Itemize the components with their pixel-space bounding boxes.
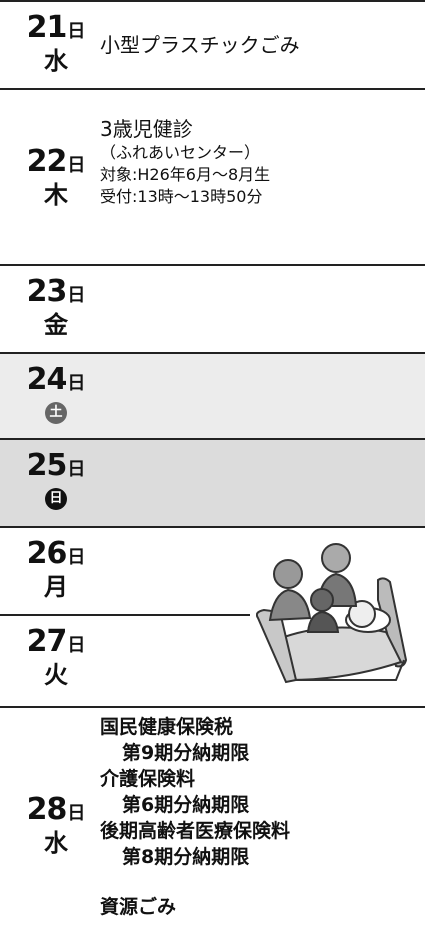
day-unit: 日 — [67, 635, 86, 656]
event-item: 第8期分納期限 — [122, 846, 250, 868]
date-cell: 24日 土 — [16, 364, 96, 424]
event-title: 3歳児健診 — [100, 117, 193, 141]
event-detail: 対象:H26年6月～8月生 — [100, 165, 271, 184]
event-item: 介護保険料 — [100, 768, 196, 790]
day-unit: 日 — [67, 803, 86, 824]
calendar-row-25: 25日 日 — [0, 440, 425, 526]
weekday: 水 — [44, 829, 68, 857]
day-number: 25 — [26, 448, 68, 483]
day-unit: 日 — [67, 547, 86, 568]
day-number: 22 — [26, 144, 68, 179]
day-number: 28 — [26, 792, 68, 827]
event-item: 小型プラスチックごみ — [100, 33, 300, 57]
day-unit: 日 — [67, 21, 86, 42]
event-list: 国民健康保険税 第9期分納期限 介護保険料 第6期分納期限 後期高齢者医療保険料… — [100, 714, 290, 920]
weekday: 水 — [44, 47, 68, 75]
divider — [0, 614, 250, 616]
weekday-saturday-badge: 土 — [45, 402, 67, 424]
divider — [0, 88, 425, 90]
divider — [0, 438, 425, 440]
divider — [0, 0, 425, 2]
date-cell: 25日 日 — [16, 450, 96, 510]
date-cell: 22日 木 — [16, 146, 96, 210]
day-unit: 日 — [67, 459, 86, 480]
event-item: 資源ごみ — [100, 896, 177, 918]
divider — [0, 264, 425, 266]
date-cell: 21日 水 — [16, 12, 96, 76]
weekday: 木 — [44, 181, 68, 209]
weekday: 金 — [44, 311, 68, 339]
day-number: 27 — [26, 624, 68, 659]
day-unit: 日 — [67, 155, 86, 176]
weekday: 月 — [44, 573, 68, 601]
calendar-row-28: 28日 水 国民健康保険税 第9期分納期限 介護保険料 第6期分納期限 後期高齢… — [0, 708, 425, 945]
divider — [0, 352, 425, 354]
day-number: 26 — [26, 536, 68, 571]
day-unit: 日 — [67, 285, 86, 306]
event-item: 後期高齢者医療保険料 — [100, 820, 291, 842]
illustration-svg — [255, 543, 408, 684]
day-unit: 日 — [67, 373, 86, 394]
family-at-bedside-icon — [255, 540, 416, 690]
day-number: 23 — [26, 274, 68, 309]
date-cell: 23日 金 — [16, 276, 96, 340]
day-number: 24 — [26, 362, 68, 397]
day-number: 21 — [26, 10, 68, 45]
divider — [0, 706, 425, 708]
event-item: 第6期分納期限 — [122, 794, 250, 816]
event-detail: 受付:13時～13時50分 — [100, 187, 263, 206]
event-detail: （ふれあいセンター） — [100, 143, 261, 162]
weekday: 火 — [44, 661, 68, 689]
event-item: 第9期分納期限 — [122, 742, 250, 764]
calendar-row-24: 24日 土 — [0, 354, 425, 438]
date-cell: 27日 火 — [16, 626, 96, 690]
event-list: 3歳児健診 （ふれあいセンター） 対象:H26年6月～8月生 受付:13時～13… — [100, 116, 270, 208]
event-list: 小型プラスチックごみ — [100, 32, 300, 58]
date-cell: 28日 水 — [16, 794, 96, 858]
calendar-row-27: 27日 火 — [0, 616, 425, 706]
calendar-row-26: 26日 月 — [0, 528, 425, 614]
calendar-row-22: 22日 木 3歳児健診 （ふれあいセンター） 対象:H26年6月～8月生 受付:… — [0, 90, 425, 264]
event-item: 国民健康保険税 — [100, 716, 234, 738]
divider — [0, 526, 425, 528]
weekday-sunday-badge: 日 — [45, 488, 67, 510]
date-cell: 26日 月 — [16, 538, 96, 602]
calendar-row-23: 23日 金 — [0, 266, 425, 352]
calendar-row-21: 21日 水 小型プラスチックごみ — [0, 2, 425, 88]
